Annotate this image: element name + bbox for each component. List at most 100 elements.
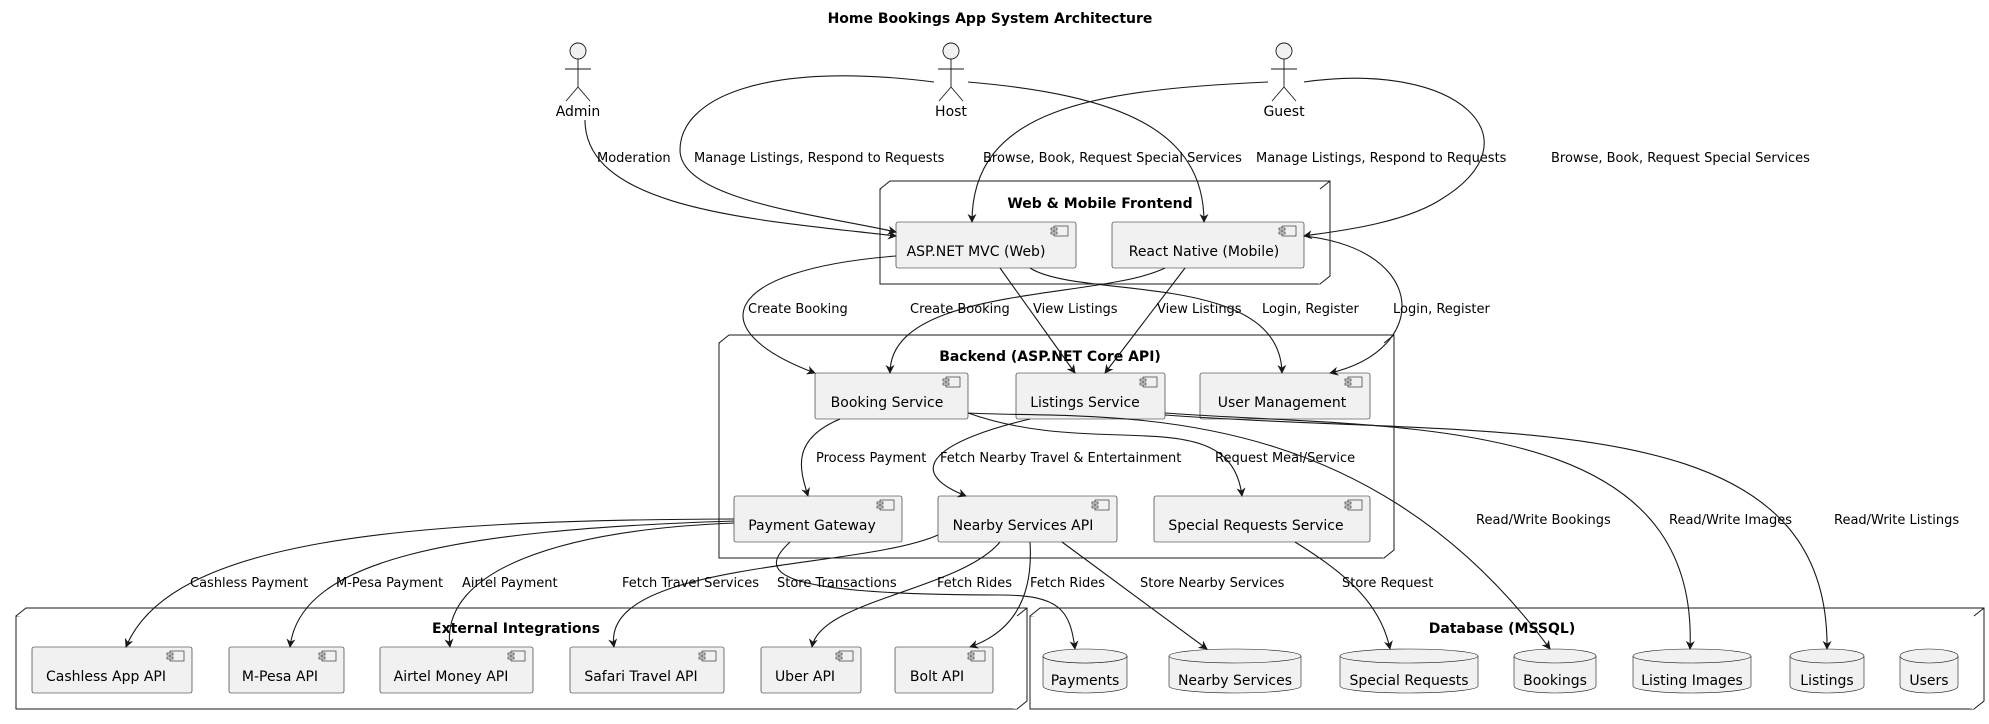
edge-label-admin-web: Moderation: [597, 151, 671, 166]
component-airtel: Airtel Money API: [379, 646, 534, 694]
db-special: Special Requests: [1339, 648, 1479, 694]
edge-label-listings-db: Read/Write Listings: [1834, 513, 1959, 528]
edge-pay-airtel: [444, 522, 735, 648]
db-users: Users: [1899, 648, 1959, 694]
edge-listings-db: [1164, 414, 1832, 650]
edge-label-pay-cashless: Cashless Payment: [190, 576, 308, 591]
db-images: Listing Images: [1632, 648, 1752, 694]
actor-host-label: Host: [935, 104, 967, 120]
edge-nearby-bolt: [969, 541, 1031, 649]
component-nearby: Nearby Services API: [937, 495, 1118, 543]
edge-pay-store: [775, 541, 1079, 650]
db-bookings: Bookings: [1513, 648, 1597, 694]
component-bolt: Bolt API: [894, 646, 994, 694]
db-listings: Listings: [1789, 648, 1865, 694]
edge-mobile-users: [1303, 235, 1403, 376]
edge-special-store: [1294, 541, 1393, 650]
edge-web-users: [1029, 267, 1287, 374]
edge-label-special-store: Store Request: [1342, 576, 1433, 591]
node-external-title: External Integrations: [432, 621, 600, 637]
component-special: Special Requests Service: [1153, 495, 1371, 543]
edge-nearby-uber: [808, 541, 1001, 648]
component-web: ASP.NET MVC (Web): [895, 221, 1077, 269]
edge-label-mobile-users: Login, Register: [1393, 302, 1491, 317]
component-safari-label: Safari Travel API: [584, 669, 697, 685]
edge-label-guest-mobile: Browse, Book, Request Special Services: [1551, 151, 1810, 166]
edge-label-web-booking: Create Booking: [748, 302, 848, 317]
edge-listings-nearby: [932, 418, 1031, 498]
db-images-label: Listing Images: [1641, 673, 1743, 689]
edge-nearby-safari: [608, 534, 939, 648]
component-users: User Management: [1199, 372, 1371, 420]
component-mpesa-label: M-Pesa API: [242, 669, 318, 685]
edge-label-booking-payment: Process Payment: [816, 451, 926, 466]
edge-pay-cashless: [124, 518, 735, 648]
edge-label-nearby-bolt: Fetch Rides: [1030, 576, 1105, 591]
component-airtel-label: Airtel Money API: [394, 669, 509, 685]
component-bolt-label: Bolt API: [910, 669, 964, 685]
edge-label-mobile-listings: View Listings: [1157, 302, 1242, 317]
component-safari: Safari Travel API: [569, 646, 725, 694]
edge-label-web-users: Login, Register: [1262, 302, 1360, 317]
component-booking-label: Booking Service: [831, 395, 944, 411]
edge-host-mobile: [967, 81, 1209, 223]
diagram-title: Home Bookings App System Architecture: [828, 11, 1153, 27]
component-web-label: ASP.NET MVC (Web): [907, 244, 1046, 260]
component-cashless-label: Cashless App API: [46, 669, 166, 685]
component-users-label: User Management: [1218, 395, 1347, 411]
edge-label-web-listings: View Listings: [1033, 302, 1118, 317]
edge-web-booking: [742, 255, 897, 375]
actor-guest-label: Guest: [1263, 104, 1305, 120]
edge-guest-mobile: [1303, 77, 1485, 240]
edge-label-listings-images: Read/Write Images: [1669, 513, 1792, 528]
component-mpesa: M-Pesa API: [228, 646, 345, 694]
db-special-label: Special Requests: [1349, 673, 1468, 689]
edge-label-pay-store: Store Transactions: [777, 576, 897, 591]
edge-nearby-store: [1061, 541, 1208, 650]
edge-label-nearby-safari: Fetch Travel Services: [622, 576, 759, 591]
db-listings-label: Listings: [1800, 673, 1853, 689]
component-uber-label: Uber API: [775, 669, 835, 685]
edge-pay-mpesa: [286, 520, 735, 648]
edge-label-booking-db: Read/Write Bookings: [1476, 513, 1611, 528]
db-nearby: Nearby Services: [1168, 648, 1302, 694]
edge-label-guest-web: Browse, Book, Request Special Services: [983, 151, 1242, 166]
component-special-label: Special Requests Service: [1168, 518, 1343, 534]
component-listings: Listings Service: [1015, 372, 1166, 420]
edge-host-web: [679, 75, 935, 235]
edge-label-pay-mpesa: M-Pesa Payment: [336, 576, 443, 591]
component-mobile: React Native (Mobile): [1111, 221, 1305, 269]
edge-label-mobile-booking: Create Booking: [910, 302, 1010, 317]
edge-booking-payment: [800, 418, 841, 497]
edge-label-host-web: Manage Listings, Respond to Requests: [694, 151, 945, 166]
edge-web-listings: [999, 267, 1076, 374]
edge-label-listings-nearby: Fetch Nearby Travel & Entertainment: [940, 451, 1181, 466]
edge-admin-web: [584, 119, 897, 240]
edge-mobile-booking: [885, 267, 1166, 374]
component-uber: Uber API: [760, 646, 862, 694]
db-nearby-label: Nearby Services: [1178, 673, 1292, 689]
node-database-title: Database (MSSQL): [1429, 621, 1575, 637]
edge-label-nearby-uber: Fetch Rides: [937, 576, 1012, 591]
edge-label-nearby-store: Store Nearby Services: [1140, 576, 1285, 591]
node-backend-title: Backend (ASP.NET Core API): [939, 349, 1161, 365]
edge-label-host-mobile: Manage Listings, Respond to Requests: [1256, 151, 1507, 166]
component-payment-label: Payment Gateway: [748, 518, 876, 534]
edge-label-booking-special: Request Meal/Service: [1215, 451, 1355, 466]
actor-guest: Guest: [1263, 42, 1305, 120]
db-users-label: Users: [1909, 673, 1948, 689]
edge-listings-images: [1164, 412, 1695, 650]
component-mobile-label: React Native (Mobile): [1129, 244, 1280, 260]
component-booking: Booking Service: [814, 372, 969, 420]
actor-host: Host: [935, 42, 967, 120]
db-bookings-label: Bookings: [1523, 673, 1587, 689]
edge-label-pay-airtel: Airtel Payment: [462, 576, 558, 591]
actor-admin: Admin: [556, 42, 600, 120]
edge-booking-db: [967, 412, 1551, 650]
component-cashless: Cashless App API: [31, 646, 193, 694]
node-frontend-title: Web & Mobile Frontend: [1007, 196, 1192, 212]
component-nearby-label: Nearby Services API: [953, 518, 1094, 534]
db-payments-label: Payments: [1051, 673, 1120, 689]
edge-booking-special: [967, 412, 1246, 497]
